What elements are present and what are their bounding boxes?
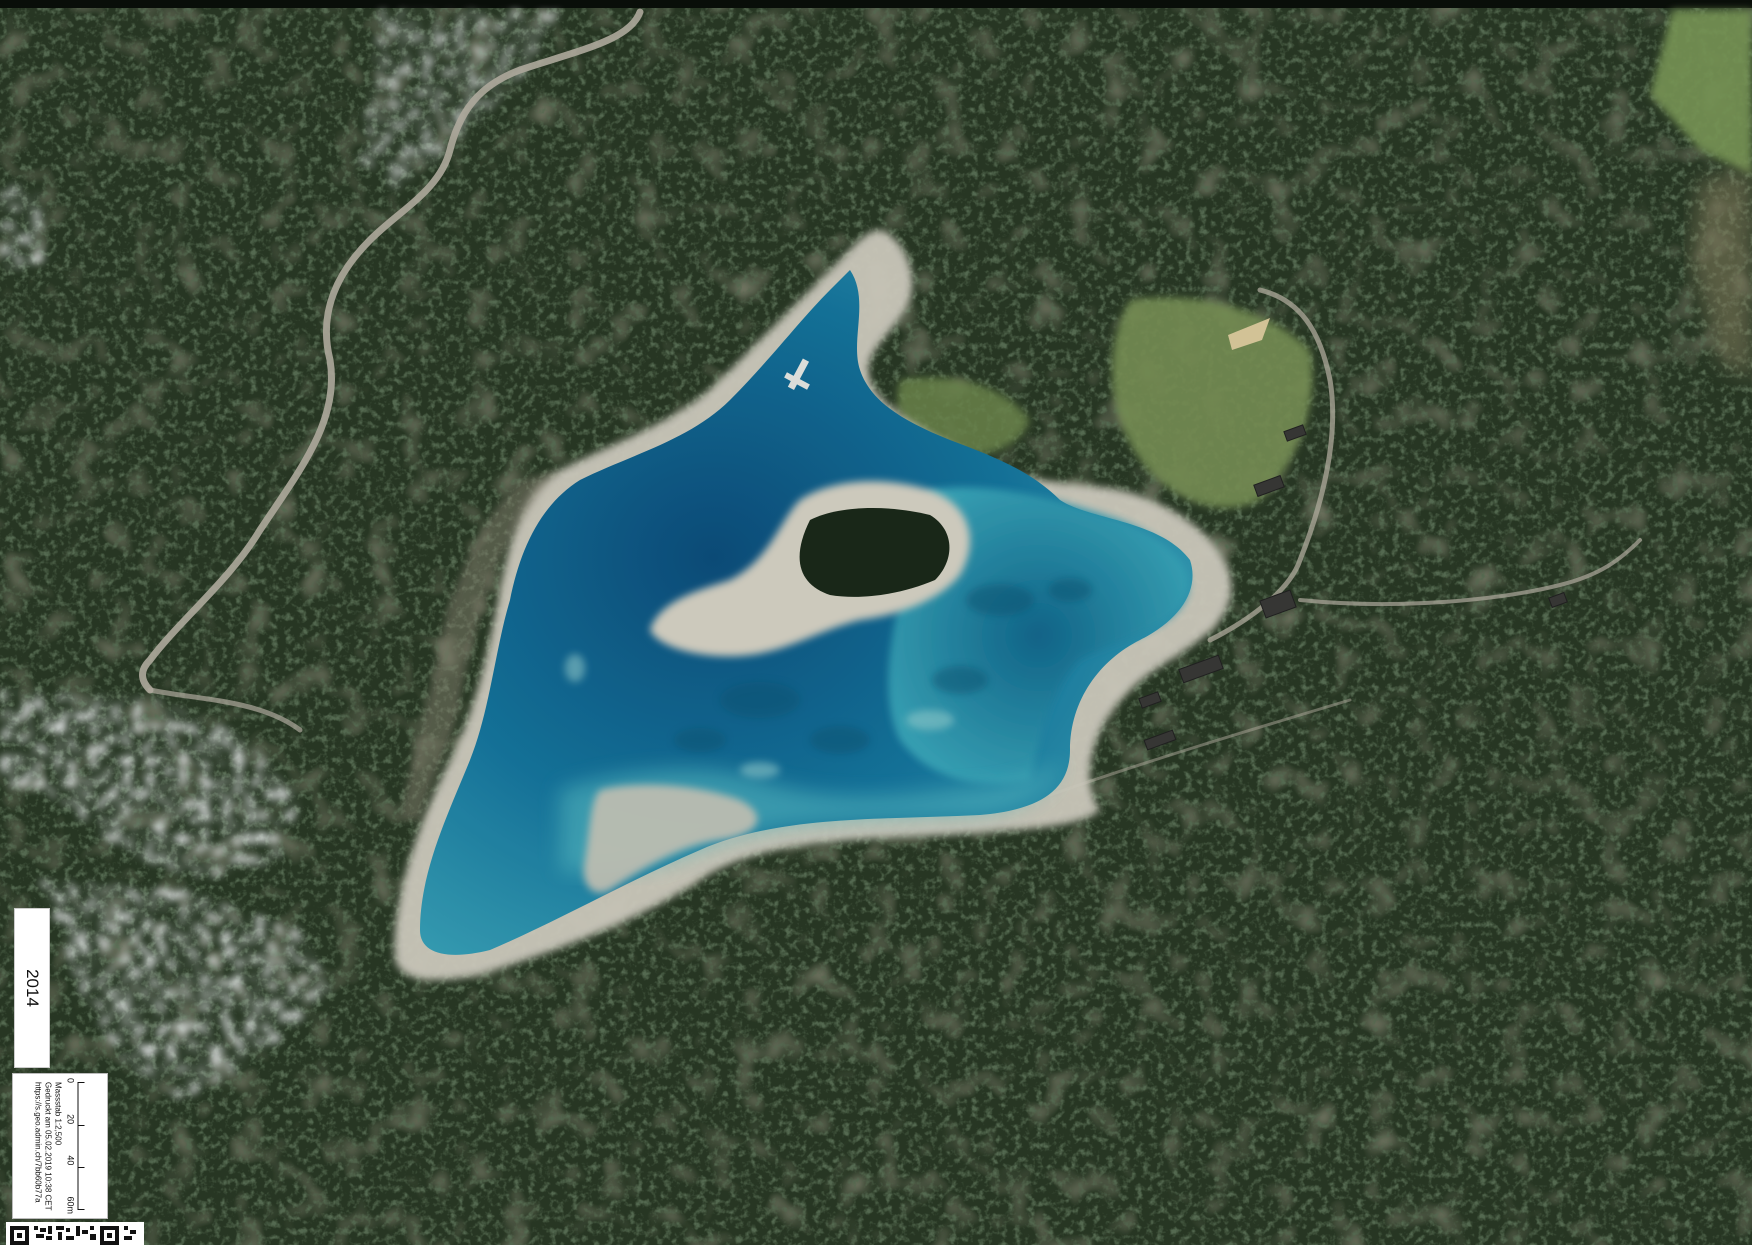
jetty <box>784 358 810 391</box>
qr-code <box>6 1222 144 1245</box>
underwater-rocks <box>674 578 1092 754</box>
scale-tick-2: 40 <box>65 1155 76 1166</box>
scale-ratio: Massstab 1:2,500 <box>53 1082 63 1146</box>
lake-light-spots <box>565 654 954 778</box>
scale-tick-1: 20 <box>65 1114 76 1125</box>
map-top-edge <box>0 0 1752 8</box>
clearing-right <box>1690 170 1752 380</box>
scale-tick-0: 0 <box>65 1078 76 1084</box>
snow-patches <box>0 10 560 1100</box>
scale-labels: 0 20 40 60m <box>66 1078 76 1214</box>
meadow-top-right <box>1650 10 1752 175</box>
scale-info-box: 0 20 40 60m Massstab 1:2,500 Gedruckt am… <box>12 1073 108 1219</box>
scale-bar <box>77 1082 88 1210</box>
sand-pit <box>1228 318 1270 350</box>
map-url[interactable]: https://s.geo.admin.ch/7bb60b77a <box>33 1082 43 1203</box>
year-label-box: 2014 <box>14 908 50 1068</box>
peninsula-trees <box>799 508 950 597</box>
scale-tick-3: 60m <box>65 1196 76 1214</box>
buildings <box>1138 424 1568 751</box>
gravel-slope <box>400 470 560 820</box>
south-shore <box>583 784 758 893</box>
scale-info-content: 0 20 40 60m Massstab 1:2,500 Gedruckt am… <box>33 1076 88 1216</box>
print-date: Gedruckt am 05.02.2019 10:38 CET <box>43 1082 53 1211</box>
year-label: 2014 <box>23 969 42 1007</box>
grass-clearing <box>1111 297 1313 508</box>
